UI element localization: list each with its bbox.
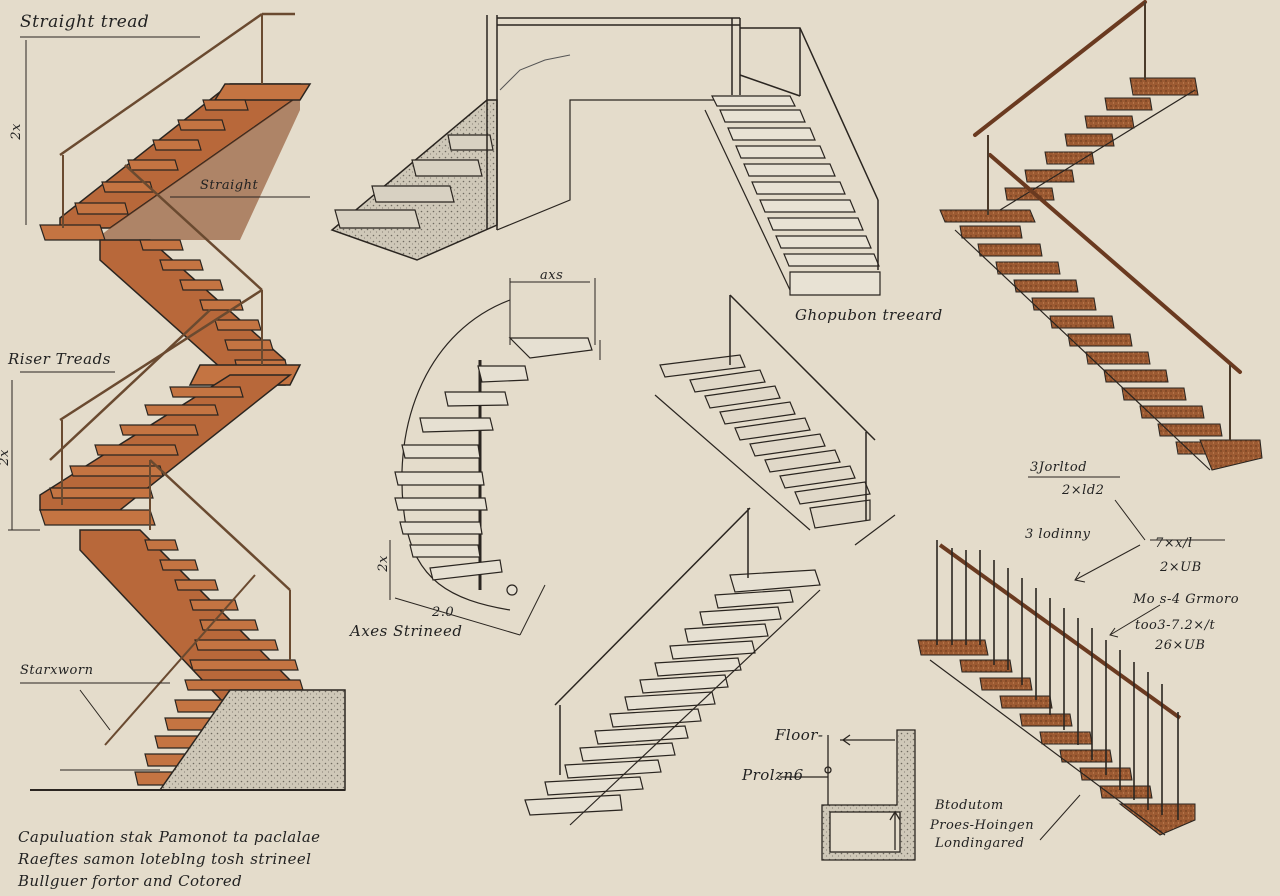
spiral-stair: [389, 278, 601, 636]
label-val-2: 2×ld2: [1062, 483, 1105, 498]
label-dim-2x-top: 2x: [8, 123, 24, 140]
label-val-3: 3 lodinny: [1025, 527, 1091, 542]
footnote-line-3: Bullguer fortor and Cotored: [18, 872, 243, 890]
annotation-arrows: [1028, 476, 1225, 638]
straight-stair-top-right: [704, 27, 881, 296]
bottom-straight-stair: [524, 507, 821, 826]
label-bottom-right-2: Proes-Hoingen: [930, 818, 1035, 833]
label-val-5: 2×UB: [1160, 560, 1202, 575]
label-dim-spiral-bottom: 2.0: [432, 605, 455, 620]
footnote-line-1: Capuluation stak Pamonot ta paclalae: [18, 828, 321, 846]
label-ghopubon-treeard: Ghopubon treeard: [795, 306, 943, 324]
stone-stair-top: [330, 15, 741, 261]
label-prolzn6: Prolzn6: [742, 766, 804, 784]
label-dim-2x-spiral: 2x: [375, 555, 391, 572]
label-riser-treads: Riser Treads: [8, 350, 111, 368]
label-val-8: 26×UB: [1155, 638, 1206, 653]
label-starxworn: Starxworn: [20, 663, 94, 678]
label-axs: axs: [540, 268, 564, 283]
footnote-line-2: Raeftes samon loteblng tosh strineel: [18, 850, 312, 868]
label-val-4: 7×x/l: [1155, 536, 1193, 551]
label-val-1: 3Jorltod: [1030, 460, 1088, 475]
label-val-7: too3-7.2×/t: [1135, 618, 1216, 633]
middle-straight-stair: [654, 294, 896, 546]
label-dim-2x-mid: 2x: [0, 449, 12, 466]
wood-stair-top-right: [939, 0, 1263, 471]
label-floor: Floor-: [775, 726, 824, 744]
label-straight-tread: Straight tread: [20, 12, 150, 32]
label-val-6: Mo s-4 Grmoro: [1133, 592, 1240, 607]
baluster-stair-bottom-right: [917, 540, 1196, 841]
floor-detail: [780, 729, 916, 861]
switchback-stair-left: [8, 12, 346, 791]
label-axes-strineed: Axes Strineed: [350, 622, 463, 640]
footnote: Capuluation stak Pamonot ta paclalae Rae…: [18, 826, 320, 892]
label-bottom-right-1: Btodutom: [935, 798, 1004, 813]
label-straight: Straight: [200, 178, 259, 193]
label-bottom-right-3: Londingared: [935, 836, 1025, 851]
